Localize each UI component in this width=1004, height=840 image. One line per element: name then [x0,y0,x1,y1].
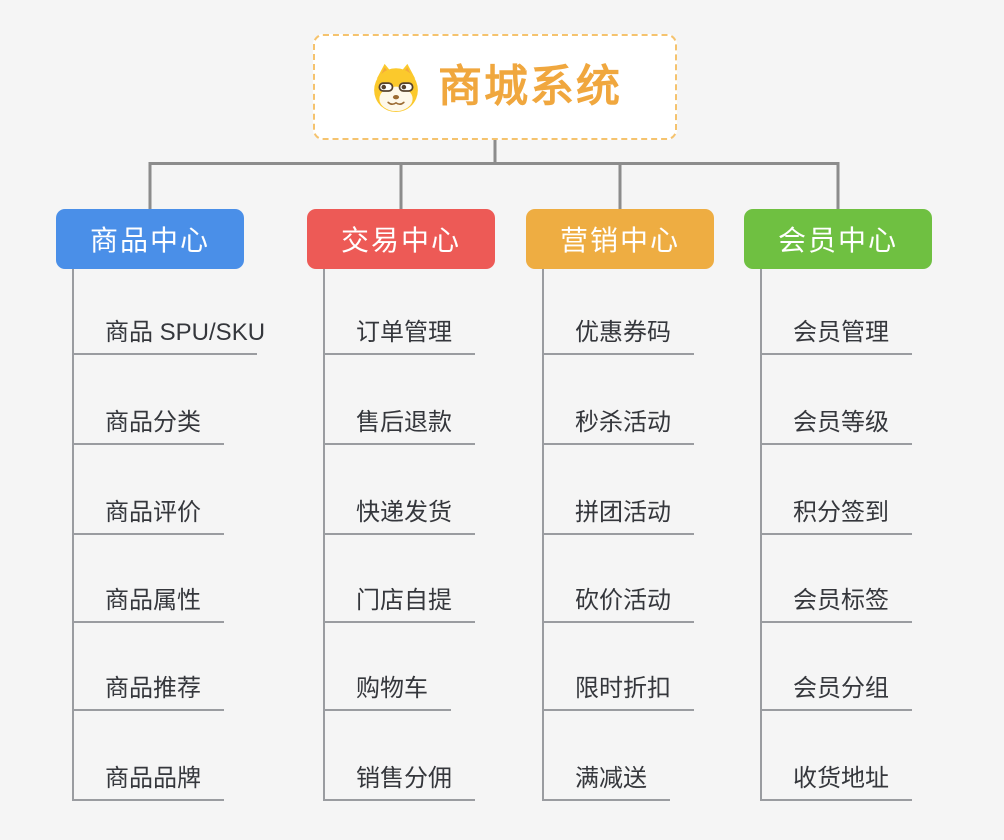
leaf-node[interactable]: 会员分组 [760,665,912,711]
root-title: 商城系统 [438,62,622,111]
dog-face-icon [374,63,418,112]
leaf-node[interactable]: 门店自提 [323,577,475,623]
leaf-node[interactable]: 商品品牌 [72,755,224,801]
leaf-node[interactable]: 购物车 [323,665,451,711]
leaf-node[interactable]: 积分签到 [760,489,912,535]
leaf-node[interactable]: 订单管理 [323,309,475,355]
leaf-node[interactable]: 商品 SPU/SKU [72,309,265,355]
leaf-node[interactable]: 商品分类 [72,399,224,445]
leaf-node[interactable]: 商品属性 [72,577,224,623]
leaf-node[interactable]: 商品评价 [72,489,224,535]
leaf-node[interactable]: 秒杀活动 [542,399,694,445]
leaf-node[interactable]: 快递发货 [323,489,475,535]
branch-node-product-center[interactable]: 商品中心 [56,209,244,269]
leaf-node[interactable]: 满减送 [542,755,670,801]
leaf-node[interactable]: 限时折扣 [542,665,694,711]
leaf-node[interactable]: 拼团活动 [542,489,694,535]
leaf-node[interactable]: 砍价活动 [542,577,694,623]
leaf-node[interactable]: 会员标签 [760,577,912,623]
branch-node-member-center[interactable]: 会员中心 [744,209,932,269]
leaf-node[interactable]: 销售分佣 [323,755,475,801]
leaf-node[interactable]: 商品推荐 [72,665,224,711]
leaf-node[interactable]: 会员管理 [760,309,912,355]
leaf-node[interactable]: 售后退款 [323,399,475,445]
leaf-node[interactable]: 优惠券码 [542,309,694,355]
leaf-node[interactable]: 收货地址 [760,755,912,801]
root-node-mall-system[interactable]: 商城系统 [313,34,677,140]
branch-node-marketing-center[interactable]: 营销中心 [526,209,714,269]
branch-node-trade-center[interactable]: 交易中心 [307,209,495,269]
leaf-node[interactable]: 会员等级 [760,399,912,445]
